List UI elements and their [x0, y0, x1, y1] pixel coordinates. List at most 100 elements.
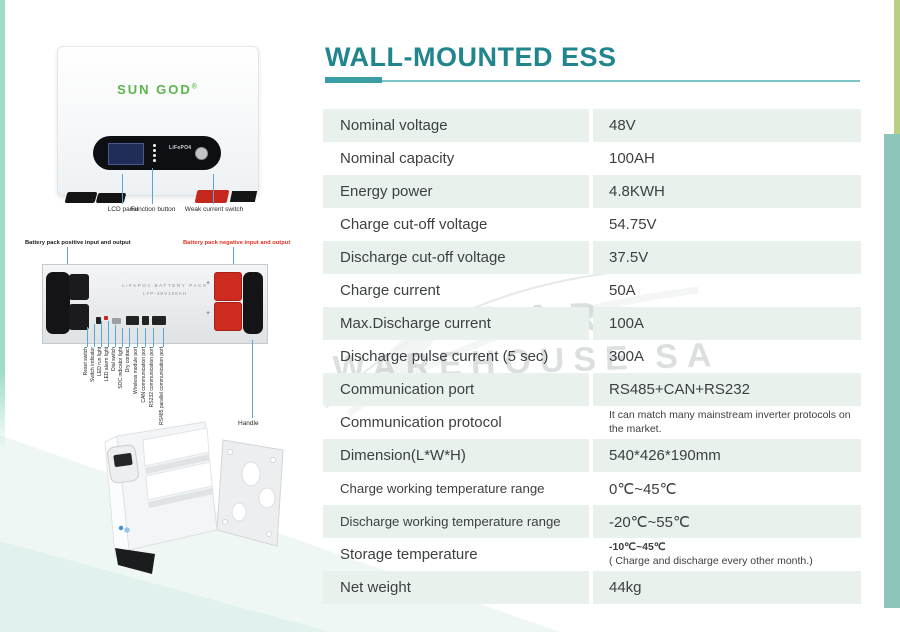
port-label: Dry contact	[125, 347, 132, 373]
battery-base	[115, 548, 155, 574]
port-label: RS485 parallel communication port	[159, 347, 166, 425]
reset-switch-icon	[96, 317, 101, 324]
spec-value: 100AH	[609, 150, 655, 167]
callout-weak-current-switch: Weak current switch	[184, 206, 244, 213]
spec-value: 540*426*190mm	[609, 447, 721, 464]
negative-terminal	[214, 272, 242, 301]
port-callout: RS485 parallel communication port	[159, 328, 167, 425]
spec-row: Discharge pulse current (5 sec) 300A	[323, 340, 861, 373]
spec-row: Discharge working temperature range -20℃…	[323, 505, 861, 538]
spec-label: Discharge cut-off voltage	[323, 241, 589, 274]
port-callout: CAN communication port	[141, 328, 149, 403]
callout-line	[100, 321, 102, 347]
right-handle	[243, 272, 263, 334]
panel-chip-label: LiFePO4	[169, 145, 192, 151]
negative-terminal	[214, 302, 242, 331]
plus-mark: +	[206, 280, 211, 287]
registered-mark: ®	[191, 83, 197, 91]
spec-row: Storage temperature -10℃~45℃ ( Charge an…	[323, 538, 861, 571]
callout-line	[122, 174, 123, 204]
spec-value: 4.8KWH	[609, 183, 665, 200]
title-underline-accent	[325, 77, 382, 83]
port-callout: Reset switch	[83, 327, 91, 375]
callout-line	[107, 321, 109, 347]
spec-label: Nominal voltage	[323, 109, 589, 142]
port-label: LED alarm light	[104, 347, 111, 382]
control-panel: LiFePO4	[93, 136, 221, 170]
negative-terminal-label: Battery pack negative input and output	[183, 240, 291, 246]
mounting-foot	[64, 192, 98, 203]
spec-row: Energy power 4.8KWH	[323, 175, 861, 208]
spec-value: It can match many mainstream inverter pr…	[609, 409, 851, 435]
spec-label: Dimension(L*W*H)	[323, 439, 589, 472]
spec-label: Charge cut-off voltage	[340, 216, 488, 233]
spec-value: -10℃~45℃	[609, 541, 666, 554]
port-label: RS232 communication port	[149, 347, 156, 408]
callout-line	[152, 328, 154, 347]
port-callout: Switch indicator	[90, 324, 98, 382]
brand-name: SUN GOD	[117, 82, 192, 97]
black-connector	[229, 191, 258, 202]
spec-label: Discharge pulse current (5 sec)	[340, 348, 549, 365]
spec-value: 0℃~45℃	[609, 480, 677, 498]
spec-row: Communication protocol It can match many…	[323, 406, 861, 439]
spec-value: 50A	[609, 282, 636, 299]
spec-label: Energy power	[323, 175, 589, 208]
spec-value-note: ( Charge and discharge every other month…	[609, 554, 813, 567]
battery-side-view-with-bracket-image	[104, 421, 284, 574]
spec-label: Charge current	[340, 282, 441, 299]
title-underline	[325, 80, 860, 82]
led-indicator	[153, 149, 156, 152]
spec-row: Nominal voltage 48V	[323, 109, 861, 142]
port-callout: Wireless module port	[133, 328, 141, 394]
comm-port-icon	[126, 316, 139, 325]
spec-value: 54.75V	[609, 216, 657, 233]
led-indicator	[153, 144, 156, 147]
port-callout: Dial switch	[111, 325, 119, 371]
port-label: Wireless module port	[133, 347, 140, 394]
callout-line	[86, 327, 88, 347]
right-edge-teal-bar	[884, 134, 900, 608]
comm-port-icon	[152, 316, 166, 325]
callout-line	[152, 168, 153, 204]
spec-label: Storage temperature	[340, 546, 478, 563]
callout-function-button: Function button	[130, 206, 176, 213]
port-callout: SOC indicator light	[118, 328, 126, 389]
spec-value: 300A	[609, 348, 645, 365]
port-callout: RS232 communication port	[149, 328, 157, 407]
left-handle	[46, 272, 70, 334]
port-label: CAN communication port	[141, 347, 148, 403]
red-connector	[194, 190, 230, 203]
port-callout: Dry contact	[125, 328, 133, 372]
port-callout: LED run light	[97, 321, 105, 376]
callout-line	[162, 328, 164, 347]
spec-row: Max.Discharge current 100A	[323, 307, 861, 340]
port-label: SOC indicator light	[118, 347, 125, 389]
spec-label: Nominal capacity	[340, 150, 455, 167]
lcd-screen	[108, 143, 144, 165]
port-label: LED run light	[97, 347, 104, 376]
spec-row: Charge current 50A	[323, 274, 861, 307]
spec-row: Charge working temperature range 0℃~45℃	[323, 472, 861, 505]
page-title: WALL-MOUNTED ESS	[325, 42, 617, 72]
callout-line	[213, 174, 214, 204]
battery-front-view-image	[57, 46, 259, 196]
callout-lcd-panel: LCD panel	[107, 206, 139, 213]
port-label: Switch indicator	[90, 347, 97, 383]
comm-port-icon	[142, 316, 149, 325]
function-button-icon	[195, 147, 208, 160]
spec-row: Net weight 44kg	[323, 571, 861, 604]
spec-value: 100A	[609, 315, 645, 332]
spec-label: Communication protocol	[340, 414, 502, 431]
spec-table: Nominal voltage 48V Nominal capacity 100…	[323, 109, 861, 604]
spec-row: Nominal capacity 100AH	[323, 142, 861, 175]
port-callout: LED alarm light	[104, 321, 112, 381]
handle-label: Handle	[238, 420, 259, 427]
spec-label: Net weight	[323, 571, 589, 604]
mounting-bracket	[216, 439, 284, 547]
brand-logo: SUN GOD®	[57, 82, 257, 97]
callout-line	[114, 325, 116, 347]
right-edge-green-bar	[894, 0, 900, 134]
spec-row: Communication port RS485+CAN+RS232	[323, 373, 861, 406]
